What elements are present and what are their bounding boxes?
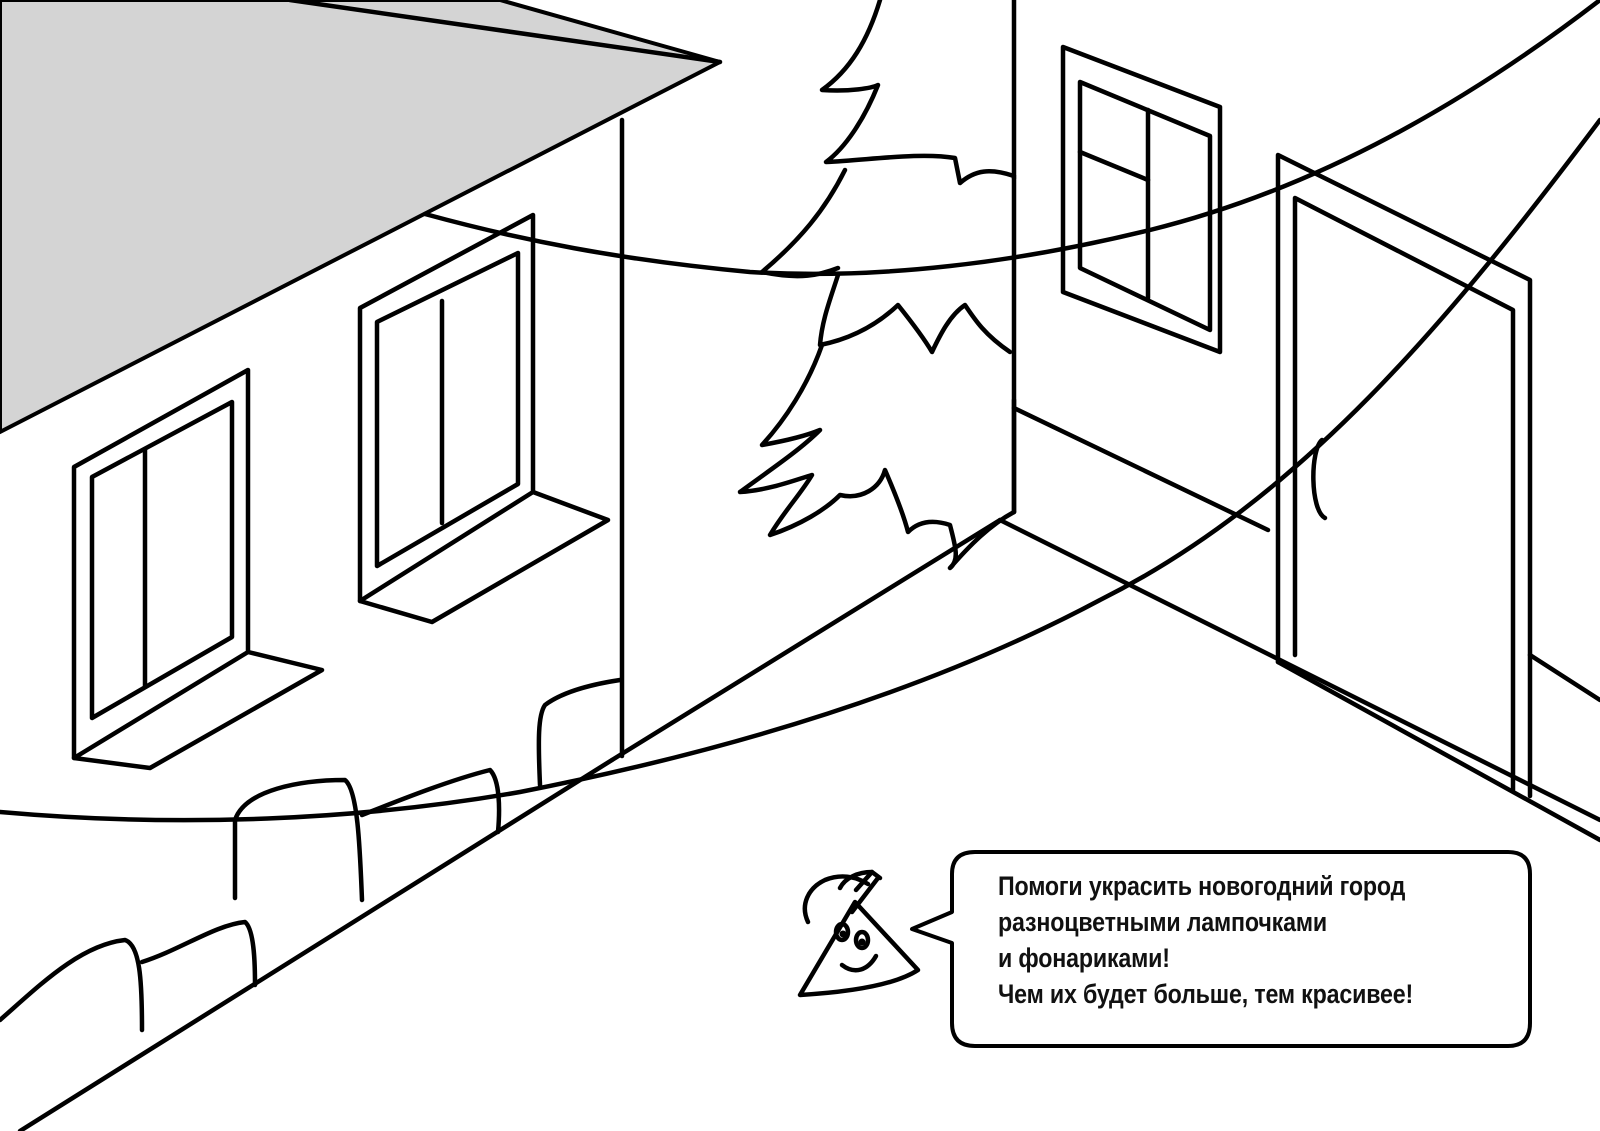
speech-line-4: Чем их будет больше, тем красивее!: [998, 979, 1414, 1009]
street-line: [609, 517, 1003, 763]
right-building-wall-base: [1011, 405, 1271, 533]
building-window-upper: [1060, 44, 1223, 355]
speech-line-3: и фонариками!: [998, 943, 1170, 973]
christmas-tree: [737, 0, 1017, 571]
garland-wire-lower: [0, 117, 1600, 823]
street-diagonal: [997, 517, 1600, 823]
garland-wire-upper: [422, 0, 1600, 277]
roof-ridge-line: [287, 0, 723, 65]
speech-line-2: разноцветными лампочками: [998, 907, 1327, 937]
speech-bubble-text: Помоги украсить новогодний город разноцв…: [998, 868, 1445, 1012]
house-window-left: [71, 367, 325, 771]
mascot-character: [797, 869, 921, 998]
fence: [0, 677, 623, 1033]
building-door: [1275, 152, 1600, 843]
house-wall-base: [17, 757, 615, 1131]
house-window-middle: [357, 212, 611, 625]
speech-line-1: Помоги украсить новогодний город: [998, 871, 1406, 901]
speech-bubble: [910, 850, 1532, 1048]
